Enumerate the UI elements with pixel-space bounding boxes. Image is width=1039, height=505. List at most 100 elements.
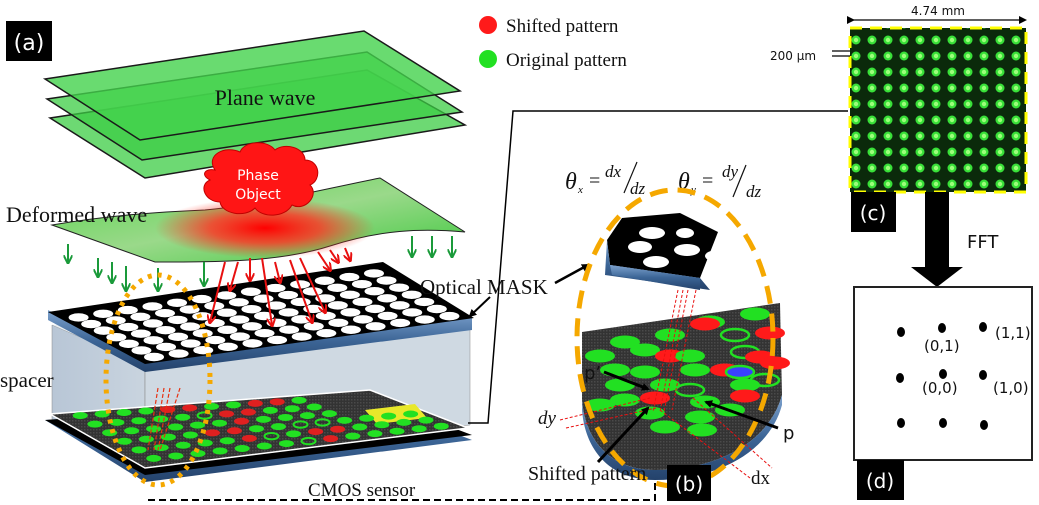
sensor-dot bbox=[256, 442, 272, 450]
mask-hole bbox=[205, 335, 226, 345]
mask-hole bbox=[168, 332, 189, 342]
b-original-dot bbox=[630, 343, 660, 357]
mask-hole bbox=[204, 318, 225, 328]
sensor-dot bbox=[168, 452, 184, 460]
mask-hole bbox=[389, 301, 410, 310]
shifted-pattern-label: Shifted pattern bbox=[528, 463, 646, 485]
sensor-dot bbox=[72, 412, 88, 420]
p-prime-arrow bbox=[603, 370, 650, 391]
sensor-dot bbox=[160, 405, 176, 413]
sensor-dot bbox=[226, 427, 242, 435]
sensor-dot bbox=[225, 401, 241, 409]
mask-hole bbox=[402, 308, 423, 317]
sensor-dot bbox=[190, 421, 206, 429]
sensor-dot bbox=[389, 427, 405, 435]
mask-hole bbox=[303, 322, 324, 331]
sensor-dot bbox=[359, 414, 375, 422]
connector-line-to-c bbox=[468, 110, 848, 424]
b-original-dot bbox=[740, 307, 770, 321]
b-ring bbox=[719, 327, 751, 343]
sensor-dot bbox=[367, 430, 383, 438]
sensor-dot bbox=[182, 431, 198, 439]
theta-x-equals: = bbox=[589, 170, 600, 192]
b-original-dot bbox=[585, 349, 615, 363]
sensor-dot bbox=[175, 441, 191, 449]
theta-x-symbol: θ bbox=[565, 169, 577, 195]
mask-hole bbox=[265, 283, 286, 293]
mask-hole bbox=[291, 332, 312, 341]
mask-hole bbox=[290, 297, 311, 307]
mask-hole bbox=[314, 276, 335, 285]
optical-mask-label: Optical MASK bbox=[420, 275, 548, 299]
mask-hole bbox=[155, 308, 176, 318]
mask-hole bbox=[117, 305, 138, 315]
sensor-dot bbox=[374, 421, 390, 429]
p-label: p bbox=[783, 423, 794, 444]
sensor-dot bbox=[240, 408, 256, 416]
sensor-dot bbox=[241, 434, 257, 442]
sensor-dot bbox=[190, 449, 206, 457]
b-shifted-dot bbox=[640, 391, 670, 405]
legend-shifted-swatch bbox=[479, 16, 497, 34]
legend-shifted-label: Shifted pattern bbox=[506, 16, 619, 37]
mask-hole bbox=[377, 311, 398, 321]
mask-hole bbox=[340, 325, 361, 334]
mask-hole bbox=[118, 339, 139, 349]
legend-original-swatch bbox=[479, 50, 497, 68]
sensor-dot bbox=[396, 418, 412, 426]
mask-holes bbox=[68, 269, 460, 362]
mask-pointer-arrow-b bbox=[554, 263, 590, 285]
sensor-dot bbox=[255, 415, 271, 423]
mask-hole bbox=[352, 297, 373, 307]
b-shifted-dot bbox=[690, 317, 720, 331]
b-blue-dot bbox=[724, 364, 756, 380]
sensor-dot bbox=[277, 413, 293, 421]
mask-hole bbox=[315, 311, 336, 321]
mask-hole bbox=[143, 336, 164, 345]
legend-original-label: Original pattern bbox=[506, 50, 627, 71]
mask-hole bbox=[68, 313, 89, 322]
mask-hole bbox=[168, 349, 189, 358]
b-original-dot bbox=[600, 363, 630, 377]
red-ray-arrows bbox=[210, 247, 350, 325]
sensor-dot bbox=[306, 403, 322, 411]
mask-hole bbox=[291, 315, 312, 324]
sensor-dot bbox=[109, 418, 125, 426]
p-arrow bbox=[704, 400, 779, 430]
connector-dashed-to-b bbox=[148, 455, 656, 501]
mask-hole bbox=[328, 318, 349, 328]
mask-hole bbox=[352, 315, 373, 324]
mask-hole bbox=[241, 304, 262, 314]
panel-label-a-text: (a) bbox=[14, 31, 45, 56]
spacer-label: spacer bbox=[0, 368, 54, 392]
b-original-dot bbox=[680, 363, 710, 377]
fft-label: FFT bbox=[967, 232, 999, 253]
sensor-dot bbox=[131, 446, 147, 454]
panel-label-c-text: (c) bbox=[860, 201, 887, 225]
sensor-dot bbox=[248, 425, 264, 433]
panel-label-a: (a) bbox=[6, 21, 52, 61]
mask-hole bbox=[93, 326, 114, 335]
mask-hole bbox=[180, 322, 201, 331]
theta-x-numerator: dx bbox=[605, 162, 622, 181]
mask-hole bbox=[365, 304, 386, 314]
mask-hole bbox=[266, 301, 287, 310]
sensor-dot bbox=[138, 407, 154, 415]
b-ring bbox=[749, 372, 781, 388]
mask-pointer-arrow-a bbox=[468, 296, 491, 318]
mask-hole bbox=[439, 311, 460, 321]
theta-y-equals: = bbox=[702, 170, 713, 192]
sensor-dot bbox=[286, 430, 302, 438]
mask-hole bbox=[216, 291, 237, 300]
sensor-dot bbox=[116, 437, 132, 445]
mask-hole bbox=[401, 290, 422, 299]
mask-hole bbox=[376, 276, 397, 285]
sensor-dot bbox=[271, 423, 287, 431]
projection-dashed-lines bbox=[147, 387, 181, 451]
order-1-1-label: (1,1) bbox=[995, 324, 1031, 342]
sensor-ring bbox=[292, 420, 309, 429]
mask-hole bbox=[216, 308, 237, 317]
mask-hole bbox=[327, 301, 348, 310]
dy-label: dy bbox=[538, 408, 557, 429]
